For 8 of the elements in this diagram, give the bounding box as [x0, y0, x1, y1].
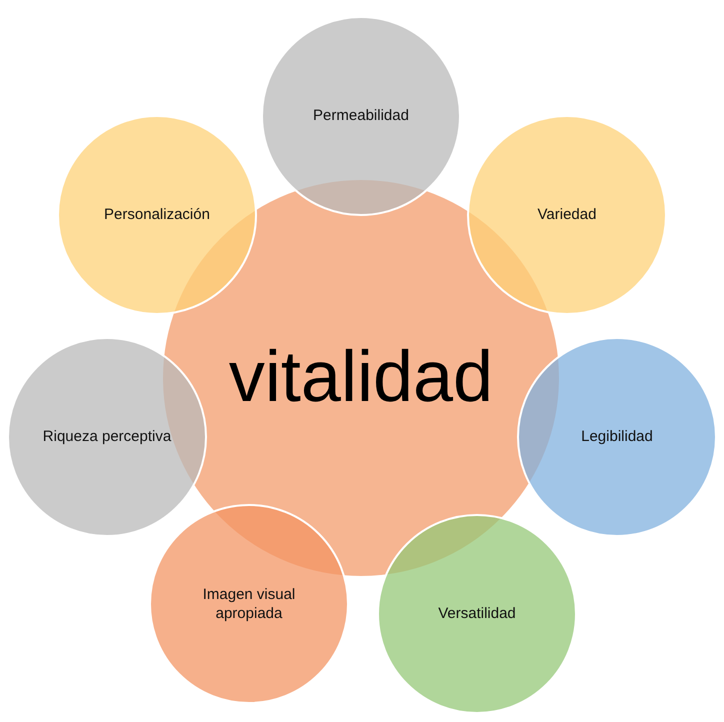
- node-label: Versatilidad: [438, 604, 516, 624]
- center-label: vitalidad: [228, 336, 494, 420]
- node-label: Riqueza perceptiva: [42, 427, 172, 447]
- node-label: Personalización: [104, 205, 210, 225]
- node-label: Imagen visual apropiada: [202, 584, 296, 624]
- node-label: Permeabilidad: [313, 106, 409, 126]
- node-label: Variedad: [538, 205, 596, 225]
- node-label: Legibilidad: [581, 427, 653, 447]
